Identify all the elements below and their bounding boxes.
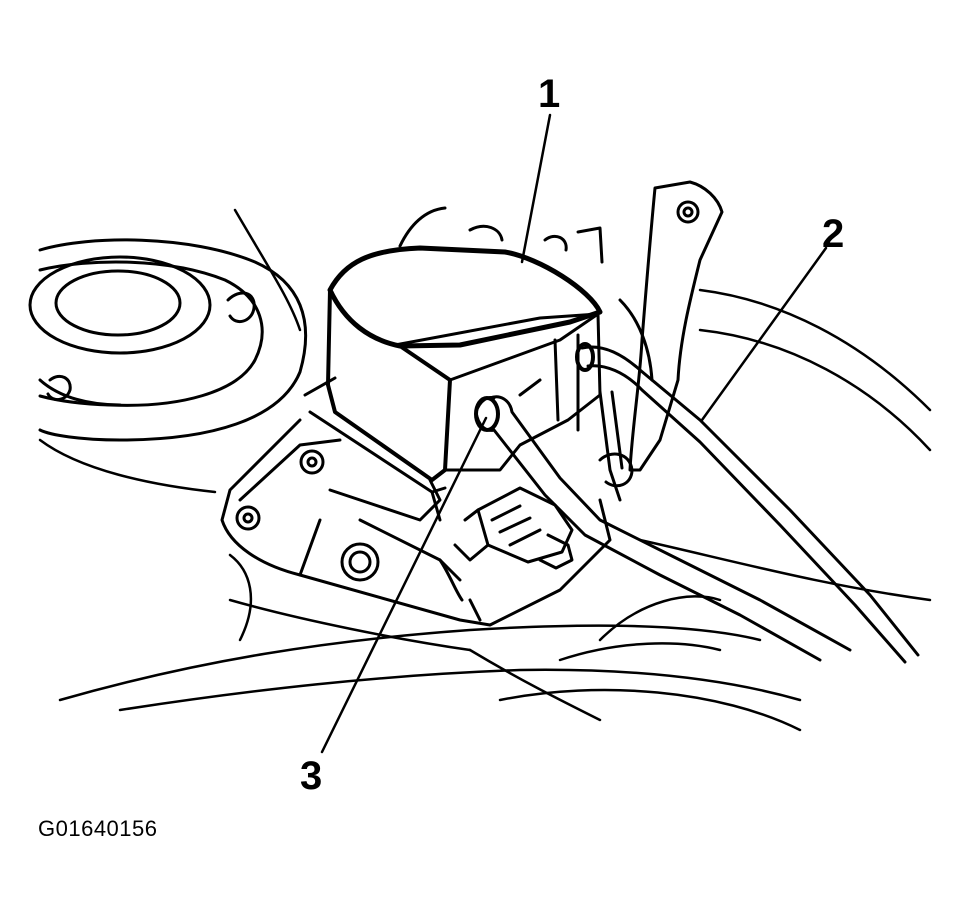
vacuum-hose — [474, 395, 852, 662]
callout-label-1: 1 — [538, 72, 561, 116]
control-module — [303, 206, 604, 522]
tube-line — [575, 342, 920, 664]
callout-leaders — [320, 113, 828, 754]
electrical-connector — [453, 486, 574, 570]
figure-id: G01640156 — [38, 816, 158, 841]
fender-lines — [38, 208, 932, 732]
mounting-bracket — [618, 180, 724, 472]
callout-label-3: 3 — [300, 754, 323, 798]
callout-label-2: 2 — [822, 212, 845, 256]
base-bracket — [220, 418, 612, 627]
strut-tower — [28, 238, 308, 442]
